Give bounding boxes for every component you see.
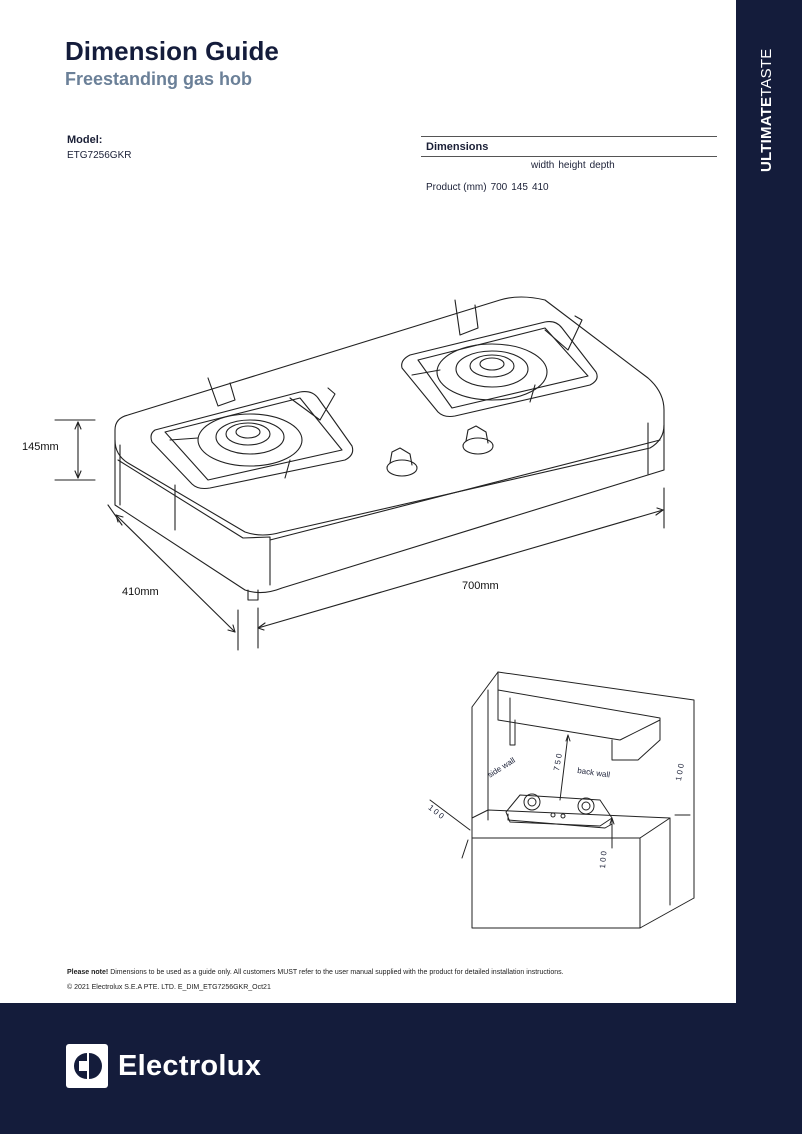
col-width: width (531, 160, 555, 171)
col-depth: depth (589, 160, 615, 171)
electrolux-logo-icon (66, 1044, 108, 1088)
clearance-100-below-label: 100 (598, 848, 609, 869)
copyright-text: © 2021 Electrolux S.E.A PTE. LTD. E_DIM_… (67, 984, 271, 991)
hob-line-drawing (54, 296, 695, 929)
electrolux-wordmark: Electrolux (118, 1049, 262, 1082)
electrolux-logo: Electrolux (66, 1044, 261, 1088)
dimensions-heading: Dimensions (421, 136, 717, 157)
guide-note: Please note! Dimensions to be used as a … (67, 969, 564, 976)
value-depth: 410 (531, 182, 549, 193)
value-height: 145 (511, 182, 528, 193)
width-dimension-label: 700mm (462, 580, 499, 592)
col-height: height (558, 160, 586, 171)
height-dimension-label: 145mm (22, 441, 59, 453)
dimensions-table: Dimensions width height depth Product (m… (421, 136, 717, 193)
model-label: Model: (67, 134, 103, 146)
dimensions-columns: width height depth (421, 157, 717, 171)
ultimate-taste-label: ULTIMATETASTE (758, 48, 775, 172)
page-title: Dimension Guide (65, 36, 279, 66)
depth-dimension-label: 410mm (122, 586, 159, 598)
page-subtitle: Freestanding gas hob (65, 69, 253, 89)
row-label: Product (mm) (426, 182, 487, 193)
dimensions-row: Product (mm) 700 145 410 (421, 171, 717, 193)
brand-sidebar (736, 0, 802, 1003)
value-width: 700 (490, 182, 508, 193)
model-value: ETG7256GKR (67, 150, 132, 161)
brand-footer (0, 1003, 802, 1134)
